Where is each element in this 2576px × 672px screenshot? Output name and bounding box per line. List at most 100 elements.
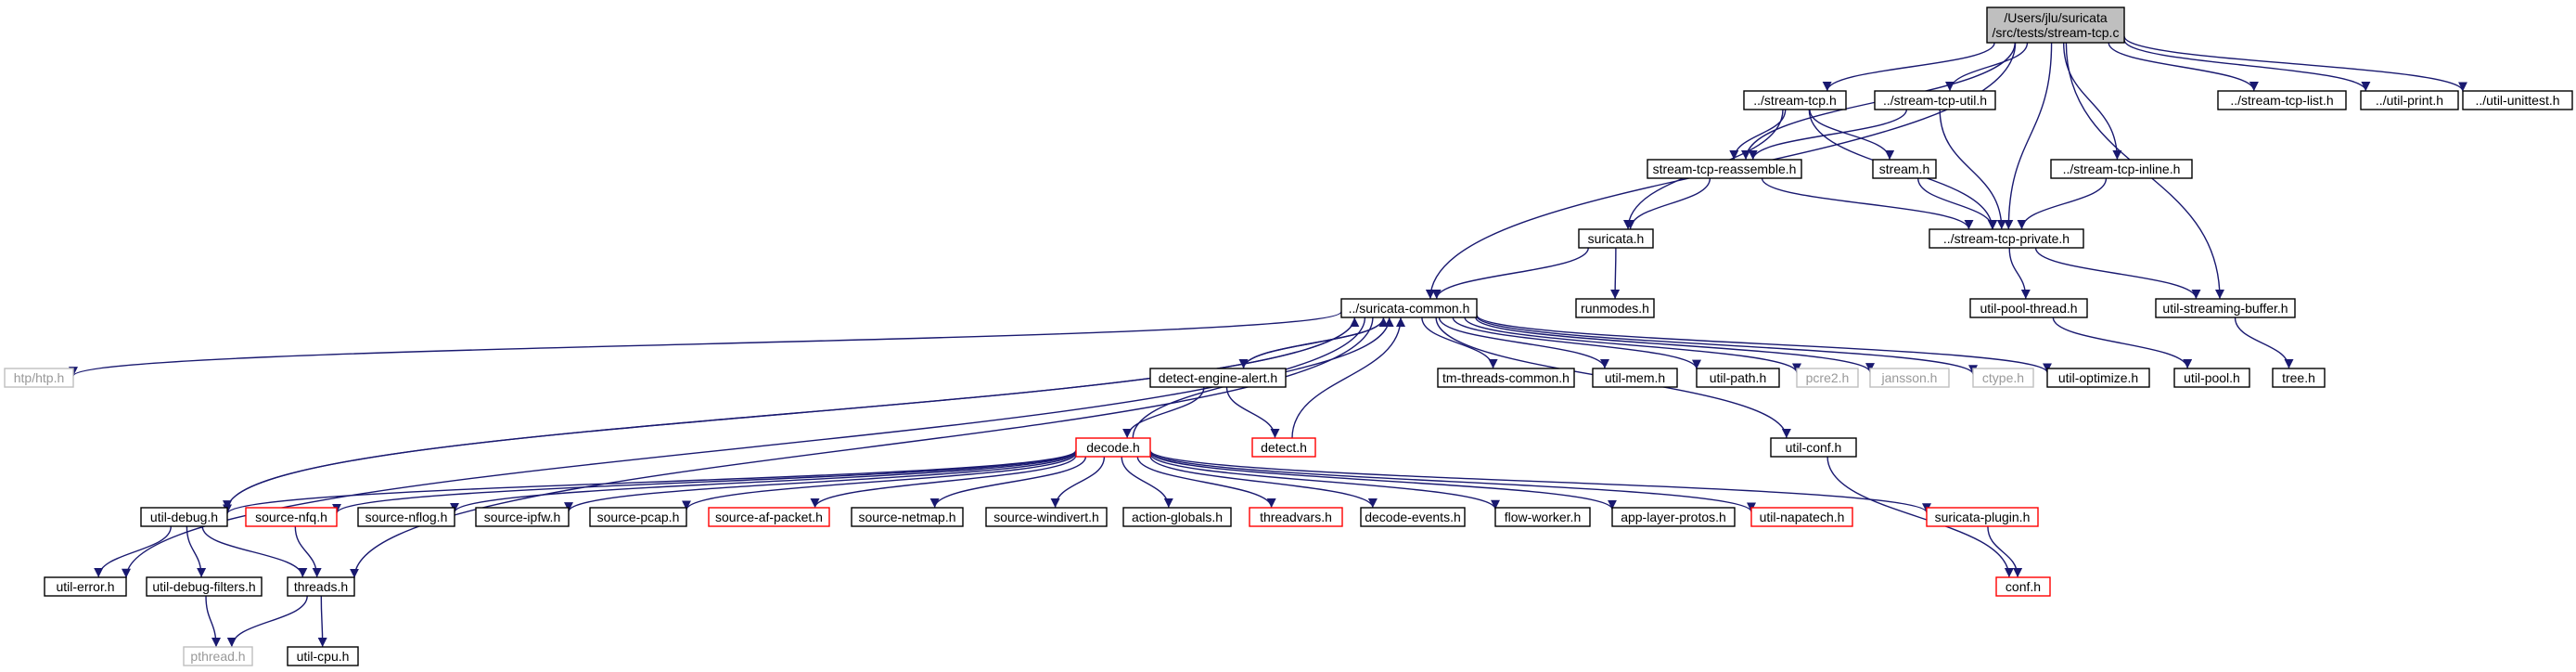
node-util-napatech-h[interactable]: util-napatech.h xyxy=(1750,507,1853,527)
node-util-debug-filters-h[interactable]: util-debug-filters.h xyxy=(146,576,263,597)
node-root[interactable]: /Users/jlu/suricata/src/tests/stream-tcp… xyxy=(1986,6,2125,44)
node-box xyxy=(1494,507,1591,527)
node-box xyxy=(708,507,830,527)
node-conf-h[interactable]: conf.h xyxy=(1995,576,2051,597)
node-label: jansson.h xyxy=(1881,370,1938,385)
node-util-cpu-h[interactable]: util-cpu.h xyxy=(287,646,359,666)
node-stream-tcp-h[interactable]: ../stream-tcp.h xyxy=(1743,90,1847,110)
node-stream-tcp-private-h[interactable]: ../stream-tcp-private.h xyxy=(1929,228,2084,249)
node-action-globals-h[interactable]: action-globals.h xyxy=(1122,507,1232,527)
node-box xyxy=(1872,159,1937,179)
node-util-streaming-buffer-h[interactable]: util-streaming-buffer.h xyxy=(2155,298,2296,318)
edge-suricata-common-h-to-htp-h xyxy=(69,311,1342,377)
node-box xyxy=(1149,368,1287,388)
node-source-netmap-h[interactable]: source-netmap.h xyxy=(851,507,964,527)
node-box xyxy=(851,507,964,527)
node-label: tm-threads-common.h xyxy=(1442,370,1570,385)
node-source-ipfw-h[interactable]: source-ipfw.h xyxy=(475,507,570,527)
node-source-pcap-h[interactable]: source-pcap.h xyxy=(589,507,687,527)
edge-stream-tcp-h-to-stream-h xyxy=(1809,109,1895,161)
edge-decode-h-to-source-nfq-h xyxy=(332,449,1077,514)
node-label: /src/tests/stream-tcp.c xyxy=(1993,25,2120,40)
edge-stream-tcp-util-h-to-stream-tcp-reassemble-h xyxy=(1748,109,1907,161)
node-runmodes-h[interactable]: runmodes.h xyxy=(1575,298,1655,318)
node-box xyxy=(1995,576,2051,597)
node-util-mem-h[interactable]: util-mem.h xyxy=(1592,368,1678,388)
node-box xyxy=(44,576,127,597)
node-tm-threads-common-h[interactable]: tm-threads-common.h xyxy=(1437,368,1575,388)
node-label: ../stream-tcp-util.h xyxy=(1883,93,1987,108)
node-suricata-common-h[interactable]: ../suricata-common.h xyxy=(1340,298,1478,318)
node-label: pcre2.h xyxy=(1806,370,1850,385)
node-util-optimize-h[interactable]: util-optimize.h xyxy=(2046,368,2150,388)
edge-decode-h-to-threadvars-h xyxy=(1136,456,1276,509)
node-threadvars-h[interactable]: threadvars.h xyxy=(1249,507,1343,527)
node-box xyxy=(2272,368,2326,388)
node-util-error-h[interactable]: util-error.h xyxy=(44,576,127,597)
edge-suricata-common-h-to-util-mem-h xyxy=(1438,317,1609,369)
node-util-unittest-h[interactable]: ../util-unittest.h xyxy=(2462,90,2573,110)
node-detect-h[interactable]: detect.h xyxy=(1251,437,1316,458)
node-box xyxy=(140,507,228,527)
node-label: htp/htp.h xyxy=(14,370,65,385)
node-threads-h[interactable]: threads.h xyxy=(287,576,355,597)
node-box xyxy=(2217,90,2347,110)
edge-root-to-stream-tcp-h xyxy=(1822,42,1995,92)
node-flow-worker-h[interactable]: flow-worker.h xyxy=(1494,507,1591,527)
node-box xyxy=(2050,159,2193,179)
edge-util-debug-h-to-util-error-h xyxy=(94,525,172,578)
node-label: stream.h xyxy=(1879,162,1929,176)
edge-util-debug-filters-h-to-pthread-h xyxy=(205,595,221,648)
node-util-pool-h[interactable]: util-pool.h xyxy=(2173,368,2250,388)
edge-stream-tcp-util-h-to-stream-tcp-private-h xyxy=(1939,109,2006,230)
node-util-pool-thread-h[interactable]: util-pool-thread.h xyxy=(1969,298,2088,318)
node-util-debug-h[interactable]: util-debug.h xyxy=(140,507,228,527)
node-label: util-debug.h xyxy=(150,510,218,524)
node-label: ../util-print.h xyxy=(2376,93,2443,108)
node-stream-tcp-list-h[interactable]: ../stream-tcp-list.h xyxy=(2217,90,2347,110)
node-htp-h[interactable]: htp/htp.h xyxy=(4,368,74,388)
node-box xyxy=(1796,368,1859,388)
node-jansson-h[interactable]: jansson.h xyxy=(1869,368,1950,388)
edge-decode-h-to-app-layer-protos-h xyxy=(1149,451,1617,510)
edge-util-conf-h-to-conf-h xyxy=(1826,456,2014,578)
node-ctype-h[interactable]: ctype.h xyxy=(1972,368,2034,388)
edge-decode-h-to-source-ipfw-h xyxy=(564,451,1077,512)
edge-suricata-common-h-to-util-error-h xyxy=(122,317,1366,578)
node-decode-events-h[interactable]: decode-events.h xyxy=(1360,507,1466,527)
edge-root-to-stream-tcp-list-h xyxy=(2108,42,2259,92)
node-stream-h[interactable]: stream.h xyxy=(1872,159,1937,179)
node-app-layer-protos-h[interactable]: app-layer-protos.h xyxy=(1611,507,1736,527)
node-pcre2-h[interactable]: pcre2.h xyxy=(1796,368,1859,388)
node-suricata-h[interactable]: suricata.h xyxy=(1578,228,1654,249)
node-label: flow-worker.h xyxy=(1505,510,1581,524)
node-box xyxy=(287,646,359,666)
node-source-windivert-h[interactable]: source-windivert.h xyxy=(985,507,1108,527)
node-box xyxy=(1874,90,1996,110)
node-box xyxy=(1251,437,1316,458)
node-label: threadvars.h xyxy=(1260,510,1332,524)
node-label: decode-events.h xyxy=(1365,510,1461,524)
node-source-nflog-h[interactable]: source-nflog.h xyxy=(357,507,455,527)
node-decode-h[interactable]: decode.h xyxy=(1075,437,1151,458)
node-source-nfq-h[interactable]: source-nfq.h xyxy=(245,507,338,527)
node-box xyxy=(245,507,338,527)
node-util-conf-h[interactable]: util-conf.h xyxy=(1770,437,1857,458)
node-stream-tcp-reassemble-h[interactable]: stream-tcp-reassemble.h xyxy=(1647,159,1802,179)
node-suricata-plugin-h[interactable]: suricata-plugin.h xyxy=(1926,507,2039,527)
node-label: ../stream-tcp-list.h xyxy=(2230,93,2333,108)
node-box xyxy=(985,507,1108,527)
node-box xyxy=(146,576,263,597)
node-source-af-packet-h[interactable]: source-af-packet.h xyxy=(708,507,830,527)
edge-suricata-common-h-to-tm-threads-common-h xyxy=(1421,317,1498,369)
node-box xyxy=(1743,90,1847,110)
node-util-path-h[interactable]: util-path.h xyxy=(1696,368,1780,388)
node-pthread-h[interactable]: pthread.h xyxy=(183,646,253,666)
node-stream-tcp-inline-h[interactable]: ../stream-tcp-inline.h xyxy=(2050,159,2193,179)
node-detect-engine-alert-h[interactable]: detect-engine-alert.h xyxy=(1149,368,1287,388)
node-label: suricata.h xyxy=(1588,231,1645,246)
node-util-print-h[interactable]: ../util-print.h xyxy=(2360,90,2459,110)
node-tree-h[interactable]: tree.h xyxy=(2272,368,2326,388)
node-box xyxy=(2360,90,2459,110)
node-stream-tcp-util-h[interactable]: ../stream-tcp-util.h xyxy=(1874,90,1996,110)
